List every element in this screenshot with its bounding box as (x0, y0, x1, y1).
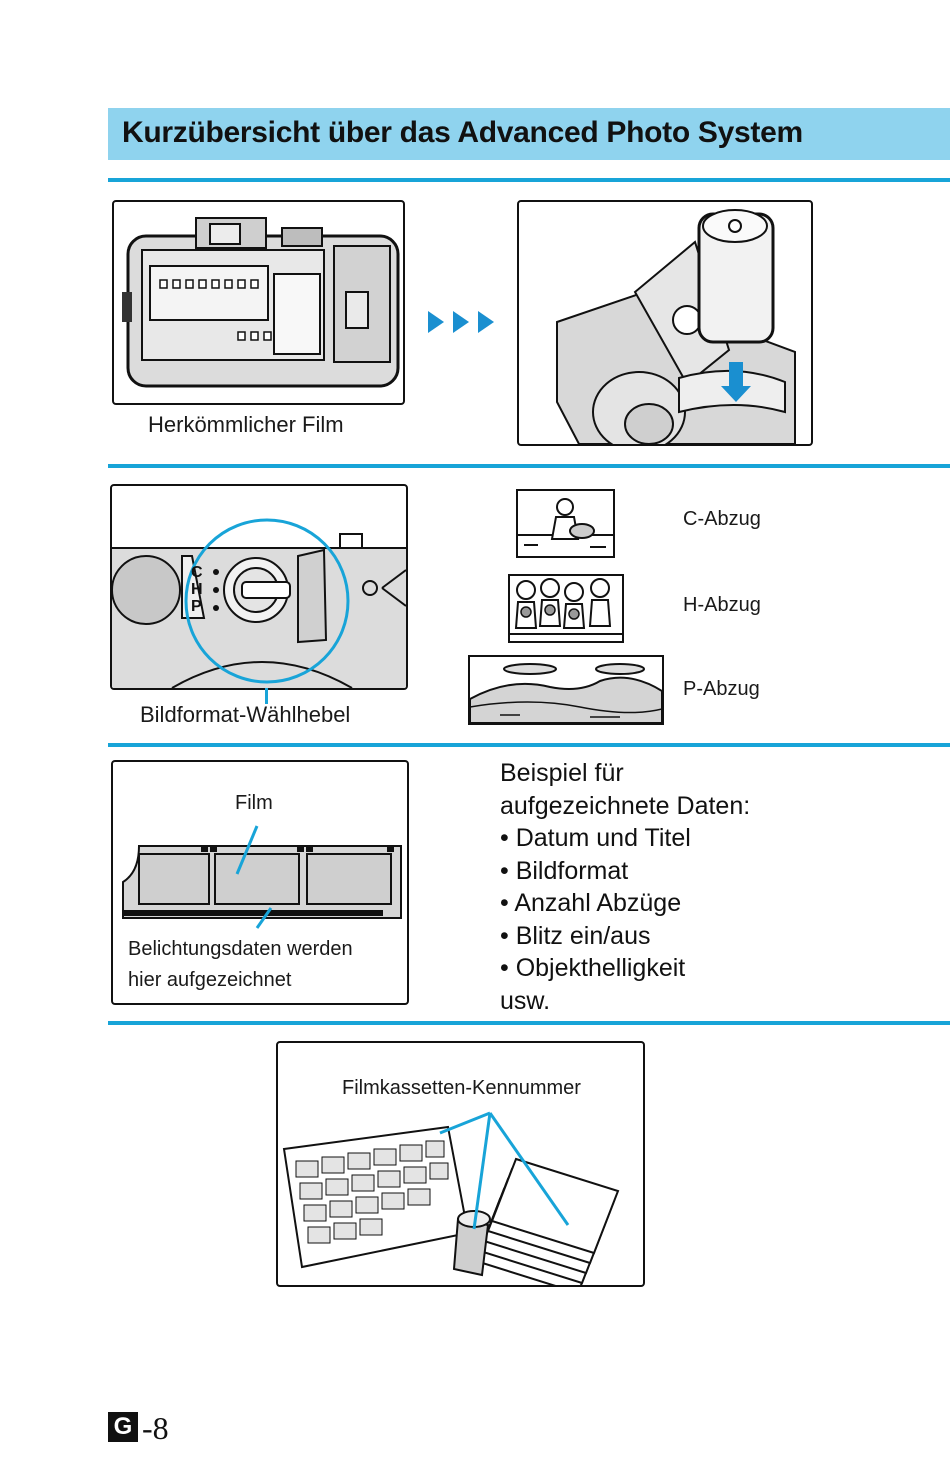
title-bar (108, 108, 950, 160)
divider (108, 743, 950, 747)
divider (108, 1021, 950, 1025)
data-heading: Beispiel für (500, 759, 624, 787)
c-print-image (516, 489, 615, 558)
list-item: • Blitz ein/aus (500, 921, 651, 950)
cartridge-id-label: Filmkassetten-Kennummer (342, 1077, 581, 1099)
film-label: Film (235, 792, 273, 814)
list-item: • Bildformat (500, 856, 629, 885)
page-number: -8 (142, 1410, 169, 1446)
format-lever-illustration: C H P (110, 484, 408, 690)
format-letter-h: H (191, 581, 203, 598)
list-item: • Datum und Titel (500, 824, 691, 852)
p-print-label: P-Abzug (683, 678, 760, 700)
recorded-data-list: Beispiel für aufgezeichnete Daten: • Dat… (500, 757, 750, 1017)
format-lever-caption: Bildformat-Wählhebel (140, 702, 351, 727)
list-item: • Objekthelligkeit (500, 954, 686, 982)
h-print-label: H-Abzug (683, 594, 761, 616)
h-print-image (508, 574, 624, 643)
page-title: Kurzübersicht über das Advanced Photo Sy… (122, 116, 803, 149)
cartridge-id-illustration: Filmkassetten-Kennummer (276, 1041, 645, 1287)
section-letter-badge: G (108, 1412, 138, 1442)
p-print-image (468, 655, 664, 725)
format-dial-letters: C H P (191, 564, 203, 615)
list-item: • Anzahl Abzüge (500, 889, 682, 917)
aps-cartridge-illustration (517, 200, 813, 446)
data-heading-2: aufgezeichnete Daten: (500, 791, 751, 820)
arrow-indicator (424, 308, 498, 336)
conventional-film-illustration (112, 200, 405, 405)
exposure-data-label: Belichtungsdaten werden hier aufgezeichn… (128, 938, 353, 991)
magnetic-film-illustration: Film Belichtungsdaten werden hier aufgez… (111, 760, 409, 1005)
data-tail: usw. (500, 986, 551, 1015)
format-letter-p: P (191, 598, 202, 615)
lever-pointer-line (265, 688, 268, 704)
divider (108, 178, 950, 182)
conventional-film-caption: Herkömmlicher Film (148, 412, 344, 437)
c-print-label: C-Abzug (683, 508, 761, 530)
format-letter-c: C (191, 564, 203, 581)
divider (108, 464, 950, 468)
